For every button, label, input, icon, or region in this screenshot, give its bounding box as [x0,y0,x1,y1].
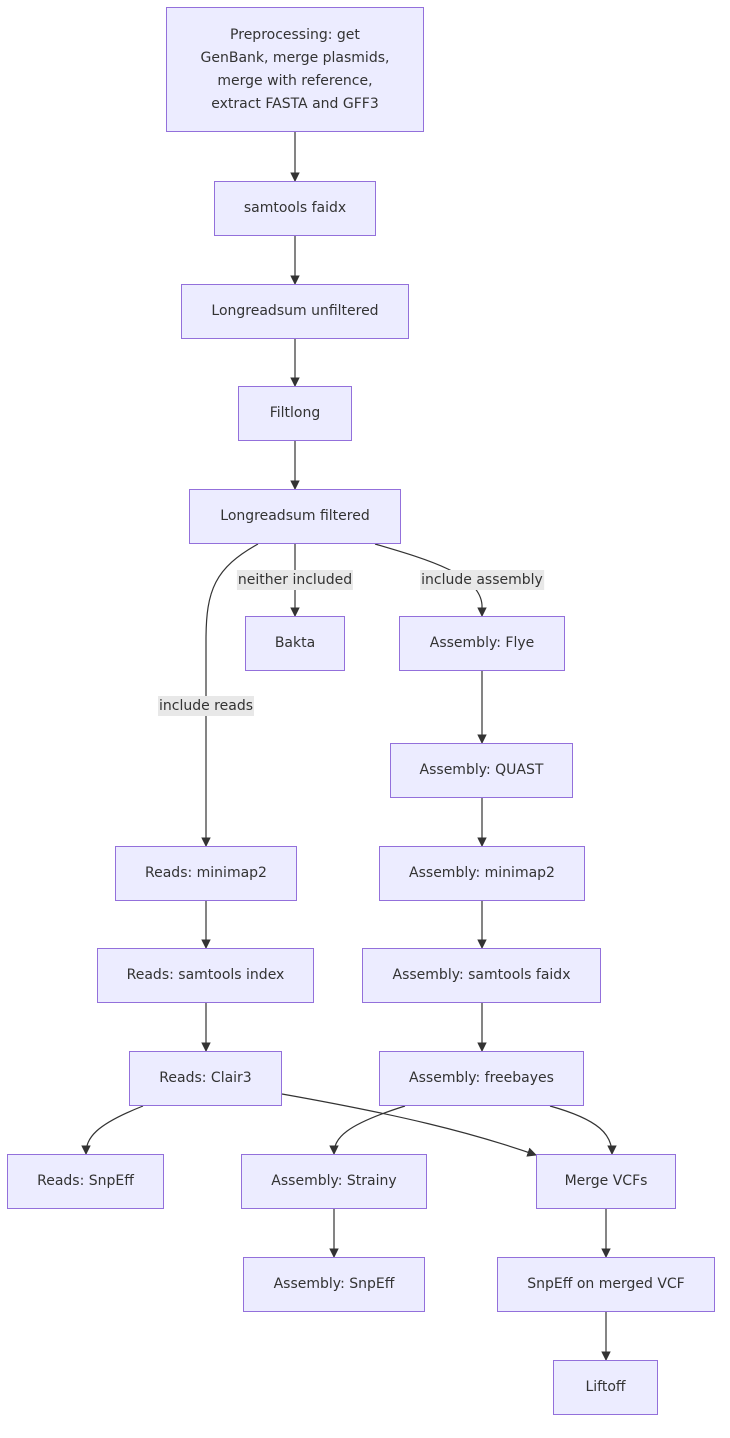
node-reads-minimap2: Reads: minimap2 [115,846,297,901]
node-filtlong: Filtlong [238,386,352,441]
node-merge-vcfs: Merge VCFs [536,1154,676,1209]
edge-reads-clair3-to-reads-snpeff [81,1105,144,1155]
edge-label-include-reads: include reads [158,696,254,716]
edge-label-neither-included: neither included [236,570,354,590]
node-reads-clair3: Reads: Clair3 [129,1051,282,1106]
node-assembly-samtools-faidx: Assembly: samtools faidx [362,948,601,1003]
node-reads-snpeff: Reads: SnpEff [7,1154,164,1209]
node-preprocessing: Preprocessing: get GenBank, merge plasmi… [166,7,424,132]
node-longreadsum-unfiltered: Longreadsum unfiltered [181,284,409,339]
edge-assembly-freebayes-to-assembly-strainy [329,1105,406,1155]
node-assembly-snpeff: Assembly: SnpEff [243,1257,425,1312]
node-liftoff: Liftoff [553,1360,658,1415]
node-assembly-flye: Assembly: Flye [399,616,565,671]
node-snpeff-merged: SnpEff on merged VCF [497,1257,715,1312]
edge-longreadsum-filtered-to-reads-minimap2 [201,543,259,847]
edge-label-include-assembly: include assembly [420,570,544,590]
edge-reads-clair3-to-merge-vcfs [281,1093,537,1157]
edge-assembly-freebayes-to-merge-vcfs [549,1105,617,1155]
node-reads-samtools-index: Reads: samtools index [97,948,314,1003]
node-assembly-strainy: Assembly: Strainy [241,1154,427,1209]
node-assembly-minimap2: Assembly: minimap2 [379,846,585,901]
node-longreadsum-filtered: Longreadsum filtered [189,489,401,544]
node-samtools-faidx: samtools faidx [214,181,376,236]
node-assembly-quast: Assembly: QUAST [390,743,573,798]
node-assembly-freebayes: Assembly: freebayes [379,1051,584,1106]
node-bakta: Bakta [245,616,345,671]
